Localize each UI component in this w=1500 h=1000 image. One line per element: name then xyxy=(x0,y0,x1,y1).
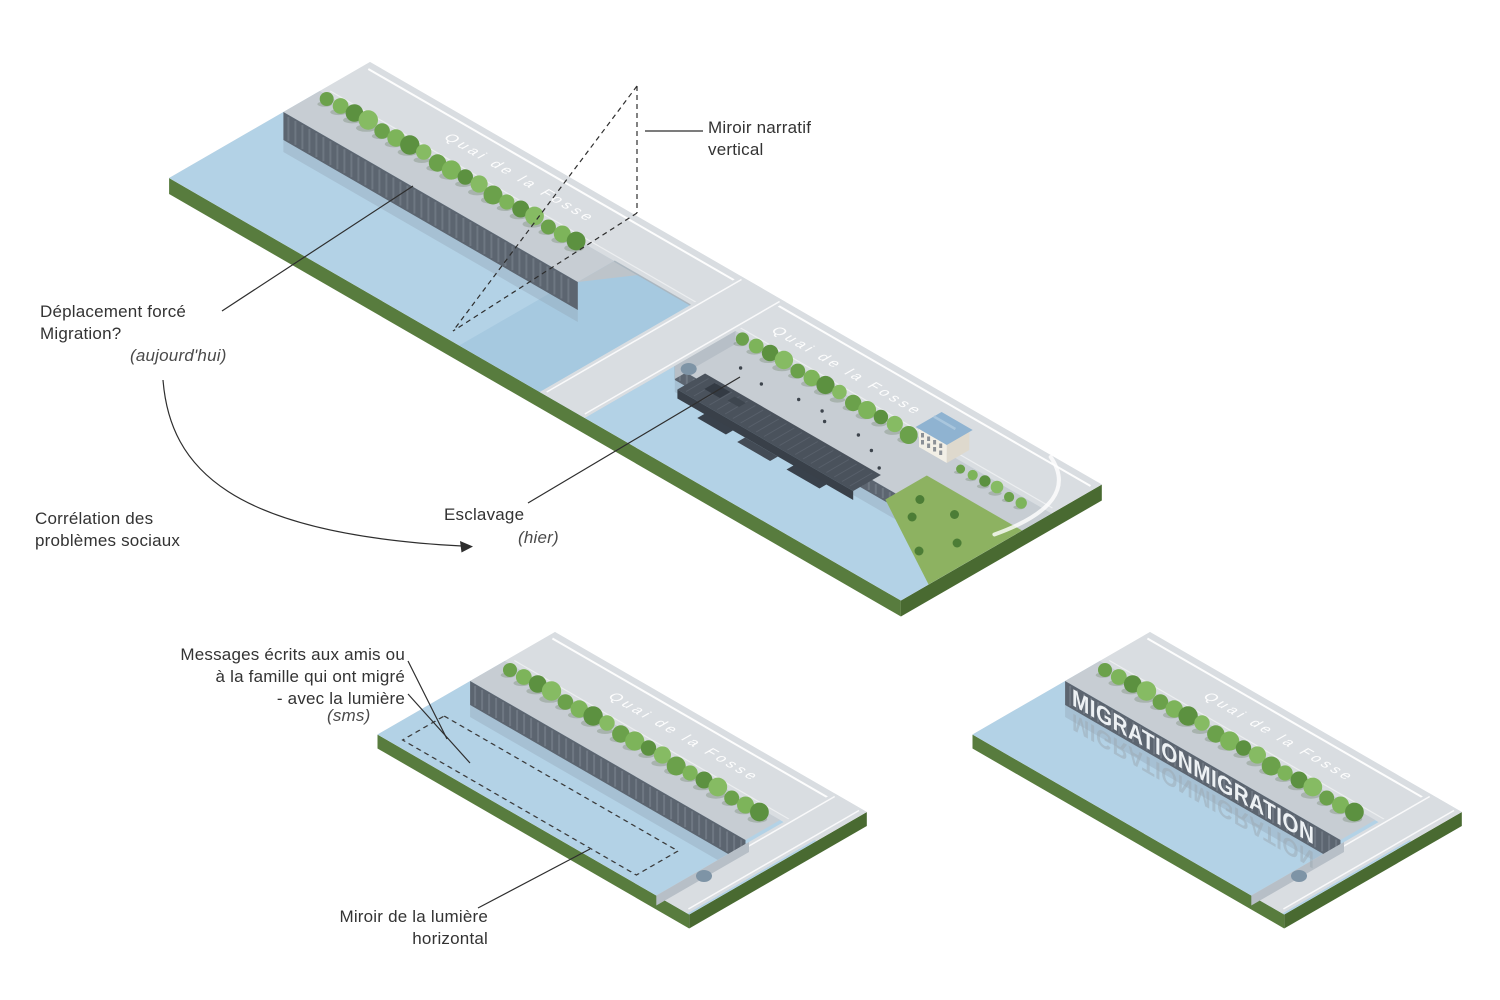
annotation-lines xyxy=(162,85,741,909)
label-hier: (hier) xyxy=(518,528,559,547)
label-esclavage: Esclavage xyxy=(444,505,525,524)
curving-road xyxy=(992,455,1061,537)
label-miroir-horizontal: Miroir de la lumière horizontal xyxy=(339,907,488,948)
tree-row xyxy=(317,92,586,252)
slab-side-face xyxy=(900,484,1102,617)
slab-bottom-left xyxy=(377,632,867,929)
tree-row xyxy=(733,332,918,444)
label-aujourdhui: (aujourd'hui) xyxy=(130,346,227,365)
correlation-arrowhead xyxy=(460,541,473,553)
boat xyxy=(697,413,734,435)
slab-side-face xyxy=(972,734,1285,929)
connector-messages-2 xyxy=(407,693,471,764)
quay-deck xyxy=(470,661,781,840)
water xyxy=(377,661,817,915)
wall-reflection xyxy=(1065,705,1341,876)
pedestrian xyxy=(759,382,764,386)
pier-face xyxy=(677,389,854,500)
back-road xyxy=(504,632,867,841)
label-correlation: Corrélation des problèmes sociaux xyxy=(35,509,181,550)
tree-row xyxy=(1095,663,1364,823)
back-road xyxy=(319,62,1102,514)
label-miroir-narratif-vertical: Miroir narratif vertical xyxy=(708,118,812,159)
quay-wall xyxy=(283,112,578,310)
label-sms: (sms) xyxy=(327,706,371,725)
building-side xyxy=(946,430,970,463)
connector-esclavage xyxy=(527,376,741,504)
label-deplacement-force: Déplacement forcé Migration? xyxy=(40,302,187,343)
tree-row xyxy=(953,464,1027,510)
bank-tree xyxy=(950,510,959,519)
tree-row xyxy=(500,663,769,823)
pier-shed xyxy=(727,396,746,407)
bank-tree xyxy=(907,512,917,522)
slab-side-face xyxy=(169,178,901,617)
embankment xyxy=(577,261,639,282)
building-roof xyxy=(915,412,973,445)
quay-deck xyxy=(283,91,615,282)
bank-tree xyxy=(952,538,962,548)
label-messages: Messages écrits aux amis ou à la famille… xyxy=(180,645,405,708)
water xyxy=(972,661,1412,915)
slab-bottom-right xyxy=(972,632,1462,929)
bridge-arch xyxy=(1291,870,1307,882)
crossing-road xyxy=(539,276,786,418)
pedestrian xyxy=(797,397,801,402)
connector-miroir-horizontal xyxy=(477,848,591,909)
slab-top-masterplan xyxy=(169,62,1102,617)
bank-tree xyxy=(914,546,924,556)
boat xyxy=(737,437,778,461)
back-road xyxy=(1099,632,1462,841)
pedestrian xyxy=(869,448,874,453)
pedestrian xyxy=(856,433,861,437)
connector-deplacement xyxy=(221,185,414,312)
slab-side-face xyxy=(1284,812,1462,929)
correlation-arc xyxy=(162,379,463,547)
bank-tree xyxy=(915,495,925,504)
slab-side-face xyxy=(689,812,867,929)
pedestrian xyxy=(738,366,743,370)
pedestrian xyxy=(822,419,827,424)
vertical-mirror-plane xyxy=(452,85,638,332)
crossing-road xyxy=(1251,793,1460,914)
boat xyxy=(786,465,828,489)
crossing-road xyxy=(656,793,865,914)
bridge-arch xyxy=(696,870,712,882)
connector-messages-1 xyxy=(407,660,448,740)
slab-side-face xyxy=(377,734,690,929)
wall-reflection xyxy=(470,705,746,876)
pedestrian xyxy=(820,409,824,413)
wall-reflection xyxy=(283,140,578,322)
quay-deck xyxy=(1065,661,1376,840)
water-inlet xyxy=(459,258,736,418)
bridge-arch xyxy=(680,363,697,375)
pedestrian xyxy=(877,466,881,470)
